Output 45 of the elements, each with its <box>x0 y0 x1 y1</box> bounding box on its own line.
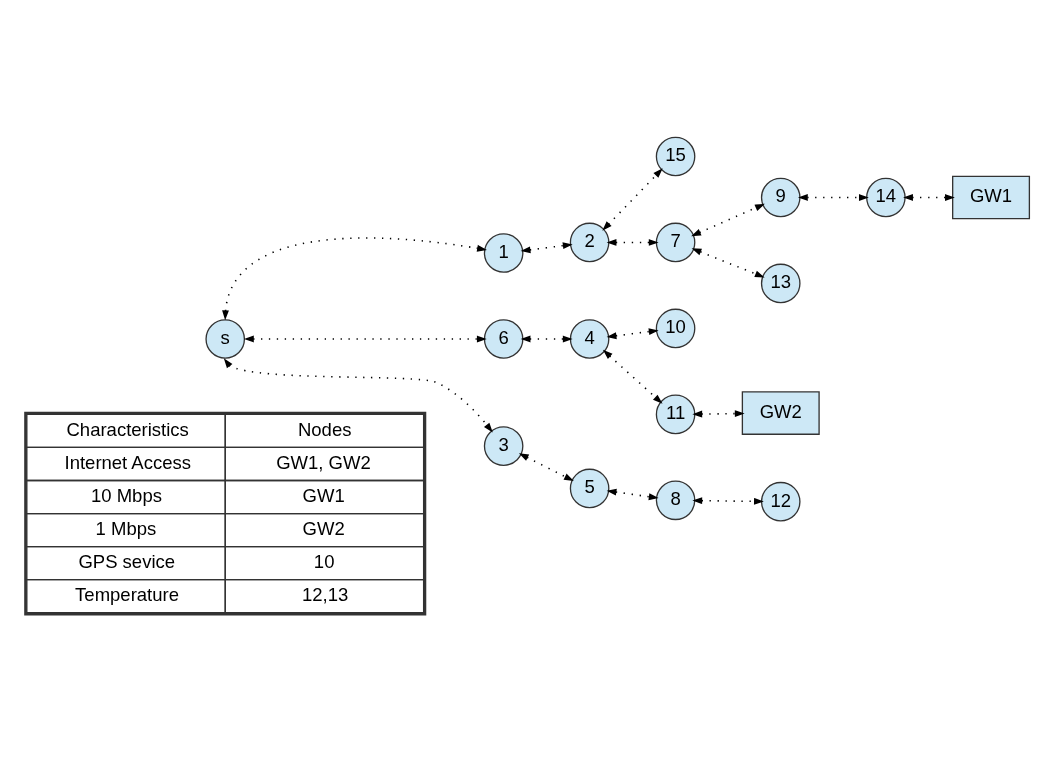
arrow <box>606 239 659 246</box>
arrow <box>606 328 659 340</box>
arrow <box>606 488 659 501</box>
label: Internet Access <box>64 451 192 473</box>
label: 12,13 <box>301 584 349 606</box>
arrow <box>223 358 493 433</box>
label: GW1 <box>302 484 345 506</box>
node-circle: 10 <box>655 308 696 349</box>
arrow <box>222 237 487 321</box>
node-circle: 3 <box>483 426 524 466</box>
arrow <box>520 242 573 254</box>
node-circle: 12 <box>760 481 801 522</box>
node-circle: 11 <box>655 394 696 435</box>
arrow <box>798 194 869 201</box>
node-box: GW1 <box>952 175 1031 220</box>
label: Temperature <box>75 584 179 606</box>
node-circle: 4 <box>569 319 610 359</box>
node-circle: 8 <box>655 480 696 521</box>
label: GPS sevice <box>78 551 176 573</box>
node-circle: 6 <box>483 319 524 359</box>
arrow <box>602 168 663 231</box>
arrow <box>692 410 745 418</box>
arrow <box>518 453 574 482</box>
arrow <box>244 335 487 343</box>
arrow <box>691 248 765 278</box>
arrow <box>903 194 955 201</box>
node-circle: 5 <box>569 468 610 509</box>
node-circle: 9 <box>760 177 801 218</box>
label: 10 <box>313 551 335 573</box>
node-circle: 13 <box>760 263 801 304</box>
label: GW1, GW2 <box>276 451 371 473</box>
node-circle: 7 <box>655 222 696 263</box>
label: 1 Mbps <box>95 518 157 539</box>
node-circle: s <box>205 319 246 359</box>
label: 10 Mbps <box>90 484 162 506</box>
node-box: GW2 <box>741 391 820 435</box>
arrow <box>602 349 663 404</box>
arrow <box>692 497 764 505</box>
arrow <box>520 335 573 343</box>
label: Nodes <box>297 418 352 440</box>
label: Characteristics <box>66 418 189 440</box>
label: GW2 <box>302 518 345 539</box>
node-circle: 1 <box>483 233 524 273</box>
arrow <box>691 203 765 237</box>
node-circle: 14 <box>866 177 906 218</box>
